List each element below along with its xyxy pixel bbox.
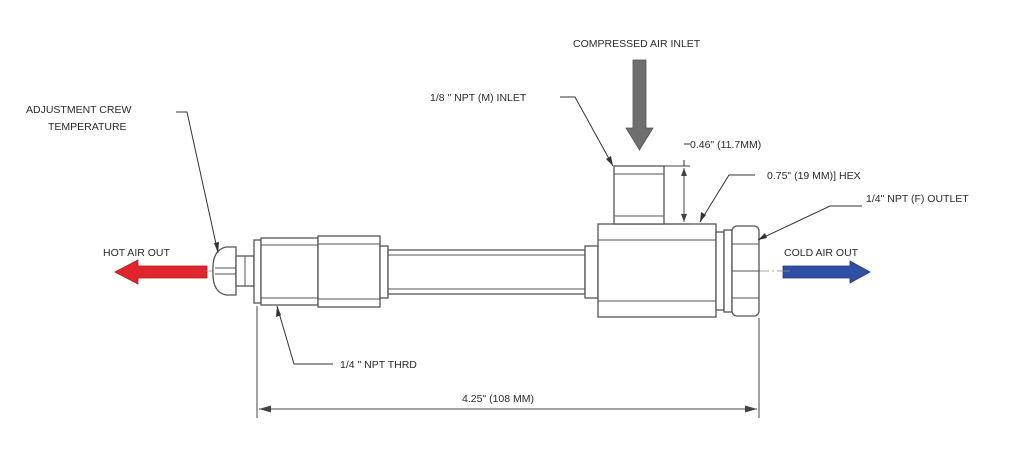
hot-end-body: [253, 235, 389, 308]
compressed-air-inlet-label: COMPRESSED AIR INLET: [573, 38, 701, 50]
leader-lines: [176, 96, 862, 365]
hot-air-arrow: [114, 259, 208, 285]
outlet-thread-label: 1/4" NPT (F) OUTLET: [866, 193, 969, 205]
cold-air-arrow: [782, 260, 871, 284]
hot-tube: [387, 245, 599, 299]
hot-air-out-label: HOT AIR OUT: [103, 247, 170, 259]
inlet-fitting: [613, 165, 665, 225]
hot-end-thread-label: 1/4 " NPT THRD: [340, 359, 417, 371]
compressed-air-arrow: [625, 59, 654, 151]
inlet-height-dimension: [664, 143, 690, 225]
overall-length-dimension: [256, 306, 760, 418]
adjustment-screw: [212, 246, 255, 296]
adjustment-label-line2: TEMPERATURE: [48, 121, 127, 133]
cold-air-out-label: COLD AIR OUT: [784, 247, 859, 259]
overall-length-label: 4.25" (108 MM): [462, 393, 534, 405]
hex-body: [597, 223, 725, 318]
inlet-thread-label: 1/8 " NPT (M) INLET: [430, 92, 527, 104]
cold-outlet-nut: [723, 225, 760, 317]
adjustment-label-line1: ADJUSTMENT CREW: [26, 104, 131, 116]
hex-size-label: 0.75" (19 MM)] HEX: [767, 170, 861, 182]
inlet-height-label: 0.46" (11.7MM): [690, 139, 761, 151]
